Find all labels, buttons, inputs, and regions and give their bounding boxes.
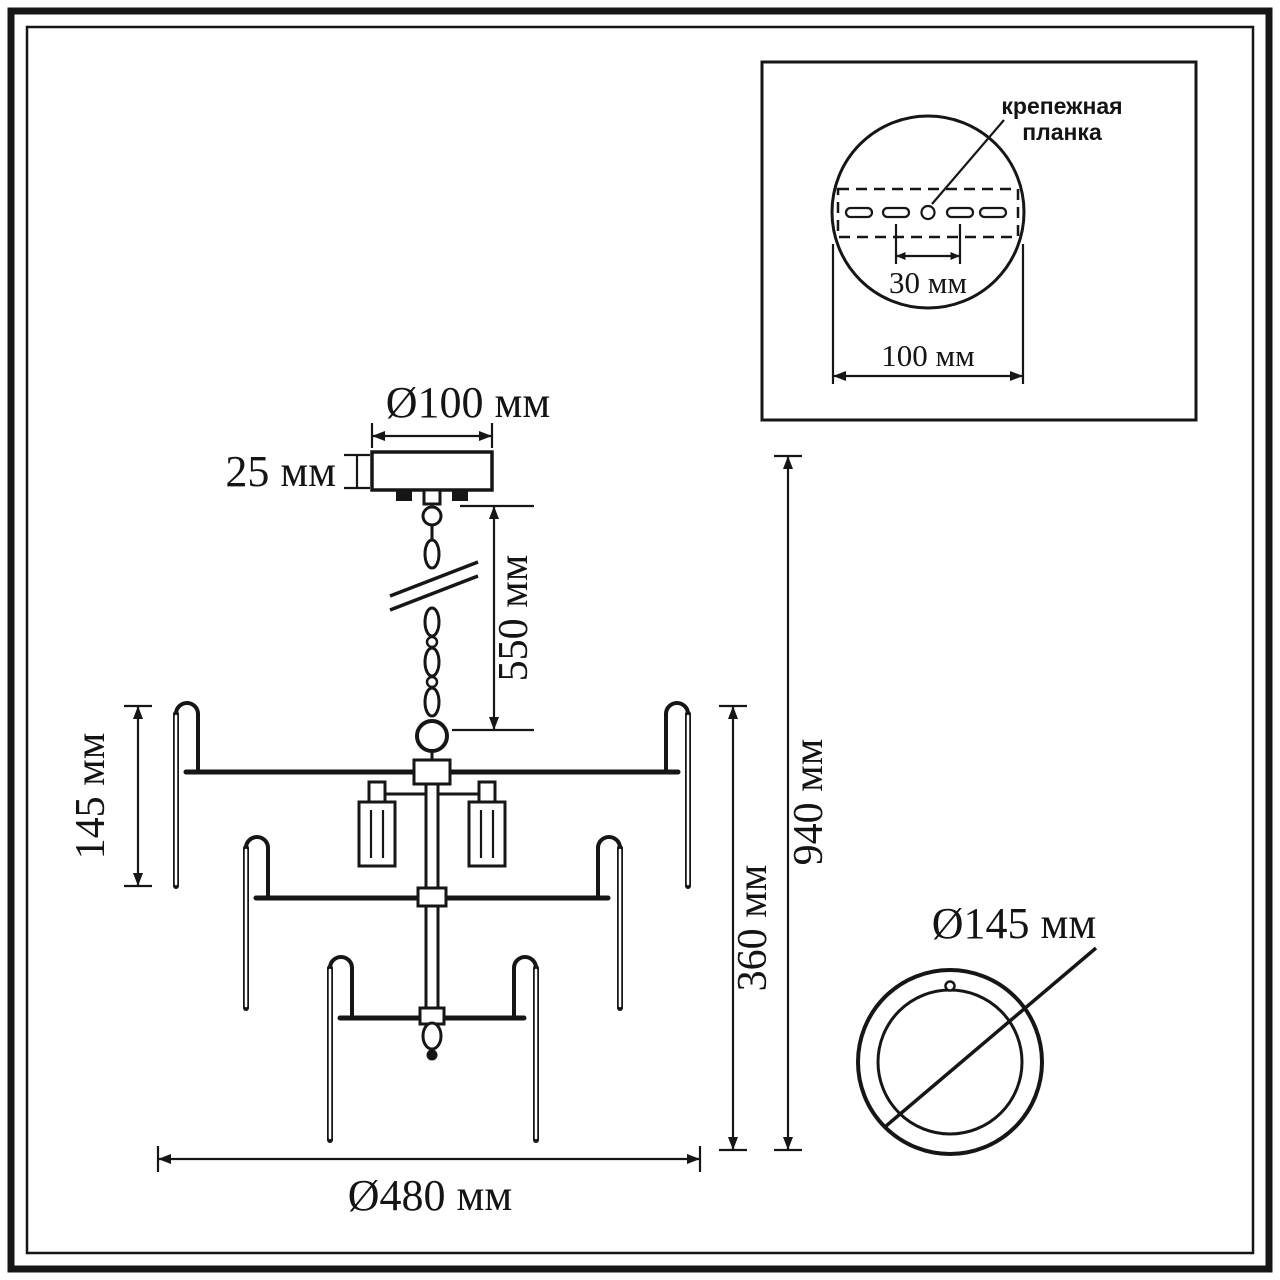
mount-center-hole bbox=[920, 204, 936, 221]
chain-link bbox=[423, 606, 441, 638]
inset-box bbox=[760, 60, 1198, 422]
shade-diameter-line bbox=[884, 946, 1098, 1128]
break-mark bbox=[389, 560, 479, 598]
tier3-hook bbox=[512, 955, 538, 969]
dim-pendant-length: 145 мм bbox=[68, 704, 152, 888]
dim-suspension-length: 550 мм bbox=[452, 504, 537, 732]
chain-link bbox=[423, 538, 441, 570]
mount-plate-outline bbox=[836, 187, 1020, 239]
canopy-screw bbox=[452, 490, 468, 501]
chain-link-small bbox=[425, 675, 439, 689]
dim-canopy-height: 25 мм bbox=[225, 447, 370, 496]
shade-nub bbox=[944, 980, 956, 992]
shade-detail: Ø145 мм bbox=[856, 899, 1098, 1156]
mount-slot bbox=[844, 206, 874, 219]
canopy bbox=[370, 450, 494, 492]
callout-leader-line bbox=[931, 119, 1005, 205]
outer-frame bbox=[7, 7, 1273, 1273]
hub-middle bbox=[416, 886, 448, 908]
dim-hole-spacing: 30 мм bbox=[889, 224, 967, 300]
mount-slot bbox=[881, 206, 911, 219]
dim-total-height-label: 940 мм bbox=[786, 739, 832, 866]
suspension-chain bbox=[389, 505, 479, 764]
mount-plate-inset: крепежная планка 30 мм 100 мм bbox=[760, 60, 1198, 422]
finial-ball bbox=[426, 1049, 438, 1061]
dim-canopy-diameter-label: Ø100 мм bbox=[386, 378, 550, 427]
tier2-arms bbox=[243, 835, 623, 1011]
dim-body-height-label: 360 мм bbox=[730, 865, 776, 992]
dim-hole-spacing-label: 30 мм bbox=[889, 265, 967, 300]
tier1-arms bbox=[173, 701, 691, 889]
dim-canopy-height-label: 25 мм bbox=[225, 447, 336, 496]
dim-fixture-diameter-label: Ø480 мм bbox=[348, 1171, 512, 1220]
lamp-shade-cylinder bbox=[357, 800, 397, 868]
canopy-stem bbox=[422, 488, 442, 506]
mount-base-circle bbox=[830, 114, 1026, 310]
lamp-shade-cylinder bbox=[467, 800, 507, 868]
tier2-hook bbox=[596, 835, 622, 849]
chain-link-small bbox=[425, 635, 439, 649]
tier2-hook bbox=[244, 835, 270, 849]
finial bbox=[421, 1021, 443, 1051]
chain-link bbox=[423, 646, 441, 678]
mount-slot bbox=[978, 206, 1008, 219]
mount-slot bbox=[945, 206, 975, 219]
break-mark bbox=[389, 574, 479, 612]
lamp-socket bbox=[477, 780, 497, 804]
inner-frame bbox=[25, 25, 1255, 1255]
suspension-ring bbox=[415, 719, 449, 753]
dim-plate-width-label: 100 мм bbox=[881, 338, 974, 373]
mount-plate-callout-line1: крепежная bbox=[1001, 93, 1122, 119]
center-column bbox=[412, 758, 452, 1061]
tier1-hook bbox=[174, 701, 200, 715]
chandelier-drawing: Ø100 мм 25 мм bbox=[68, 378, 832, 1220]
lamp-socket bbox=[367, 780, 387, 804]
tier3-hook bbox=[328, 955, 354, 969]
tier1-hook bbox=[664, 701, 690, 715]
dim-canopy-diameter: Ø100 мм bbox=[370, 378, 550, 448]
dim-body-height: 360 мм bbox=[719, 704, 776, 1152]
dim-shade-diameter-label: Ø145 мм bbox=[932, 899, 1096, 948]
hub-top bbox=[412, 758, 452, 786]
dim-fixture-diameter: Ø480 мм bbox=[156, 1146, 702, 1220]
dim-suspension-length-label: 550 мм bbox=[491, 555, 537, 682]
candle-lamps bbox=[357, 780, 507, 868]
mount-plate-callout-line2: планка bbox=[1022, 119, 1102, 145]
dim-plate-width: 100 мм bbox=[831, 244, 1025, 384]
shade-outer-circle bbox=[856, 968, 1044, 1156]
dim-pendant-length-label: 145 мм bbox=[68, 733, 114, 860]
chain-link bbox=[423, 686, 441, 718]
chain-clevis bbox=[421, 505, 443, 527]
canopy-screw bbox=[396, 490, 412, 501]
dim-total-height: 940 мм bbox=[774, 454, 832, 1152]
